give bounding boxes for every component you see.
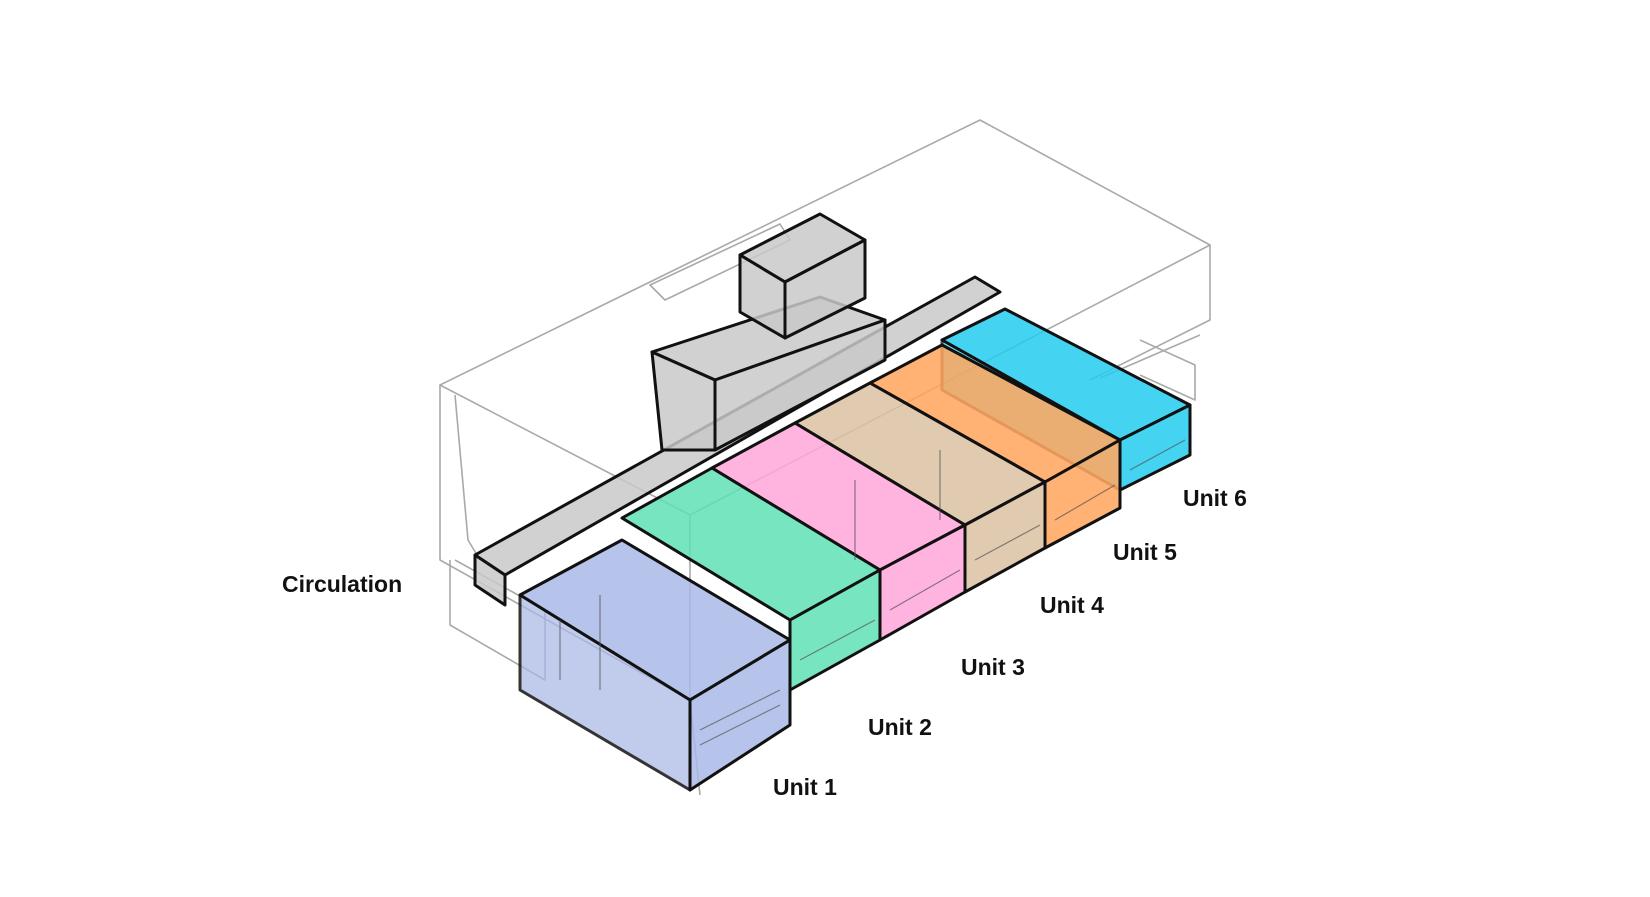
unit-5-volume	[868, 343, 1122, 550]
circulation-stair-side	[783, 238, 867, 340]
label-circulation: Circulation	[282, 571, 402, 597]
label-unit-6: Unit 6	[1183, 485, 1247, 511]
units	[518, 307, 1192, 792]
label-unit-3: Unit 3	[961, 654, 1025, 680]
label-unit-4: Unit 4	[1040, 592, 1104, 618]
unit-1-volume	[518, 538, 792, 792]
label-unit-2: Unit 2	[868, 714, 932, 740]
label-unit-5: Unit 5	[1113, 539, 1177, 565]
circulation-volume	[473, 212, 1002, 607]
labels: Circulation Unit 1 Unit 2 Unit 3 Unit 4 …	[282, 485, 1247, 800]
unit-2-volume	[620, 466, 882, 692]
interior-details	[559, 439, 1186, 746]
circulation-core-side	[713, 318, 887, 452]
label-unit-1: Unit 1	[773, 774, 837, 800]
circulation-corridor-front	[473, 553, 507, 607]
